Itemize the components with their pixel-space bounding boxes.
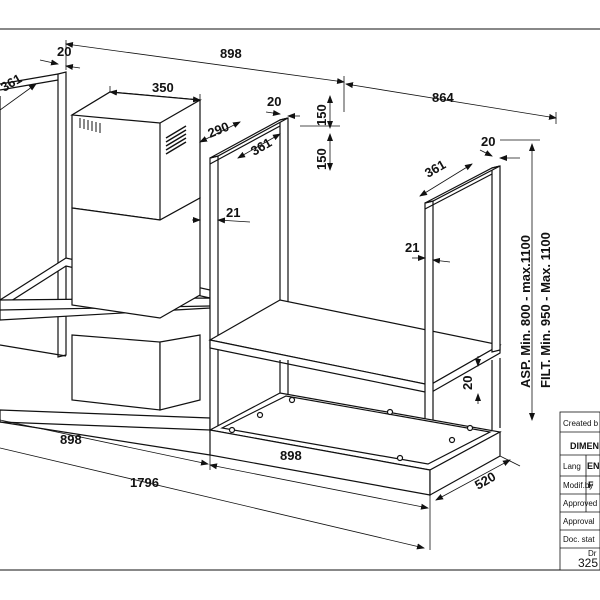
dim-mid-depth: 361 <box>248 135 274 159</box>
tb-modif-label: Modif.by <box>563 481 593 490</box>
title-block <box>559 411 600 571</box>
tb-approval: Approval <box>563 517 595 526</box>
dim-chimney-side: 21 <box>226 205 240 220</box>
sheet-frame <box>0 28 600 571</box>
dim-chimney-depth: 290 <box>206 119 232 141</box>
dim-vent-h1: 150 <box>314 104 329 126</box>
tb-drawing-number: 325 <box>578 556 598 570</box>
dim-height-filt: FILT. Min. 950 - Max. 1100 <box>538 232 553 388</box>
dim-bottom-right: 898 <box>280 448 302 463</box>
dim-bottom-total: 1796 <box>130 475 159 490</box>
dim-base-depth: 520 <box>472 469 498 493</box>
tb-modif-value: F <box>588 480 594 490</box>
dim-top-width-right: 864 <box>432 90 454 105</box>
dim-chimney-width: 350 <box>152 80 174 95</box>
tb-approved: Approved <box>563 499 597 508</box>
dim-shelf-thickness: 20 <box>460 376 475 390</box>
dim-left-tube: 20 <box>57 44 71 59</box>
dim-left-depth: 361 <box>0 71 24 95</box>
dimension-lines <box>0 40 557 550</box>
tb-lang-label: Lang <box>563 462 581 471</box>
dim-right-tube: 20 <box>481 134 495 149</box>
dim-right-side: 21 <box>405 240 419 255</box>
vent-slots-right <box>165 125 187 155</box>
title-block-text: Created b DIMEN Lang EN Modif.by F Appro… <box>563 419 600 570</box>
dim-top-width-left: 898 <box>220 46 242 61</box>
tb-lang-value: EN <box>587 461 600 471</box>
dim-bottom-left: 898 <box>60 432 82 447</box>
tb-drawing-label: Dr <box>588 549 597 558</box>
dim-right-depth: 361 <box>422 157 448 181</box>
dim-vent-h2: 150 <box>314 148 329 170</box>
middle-module <box>208 117 502 433</box>
dimension-labels: 361 20 898 350 290 21 20 361 150 150 864… <box>0 44 553 493</box>
dim-height-asp: ASP. Min. 800 - max.1100 <box>518 235 533 388</box>
vent-slots-left <box>79 118 101 133</box>
chimney <box>70 91 202 411</box>
tb-name: DIMEN <box>570 441 599 451</box>
dim-mid-tube: 20 <box>267 94 281 109</box>
tb-doc-state: Doc. stat <box>563 535 595 544</box>
tb-created: Created b <box>563 419 599 428</box>
